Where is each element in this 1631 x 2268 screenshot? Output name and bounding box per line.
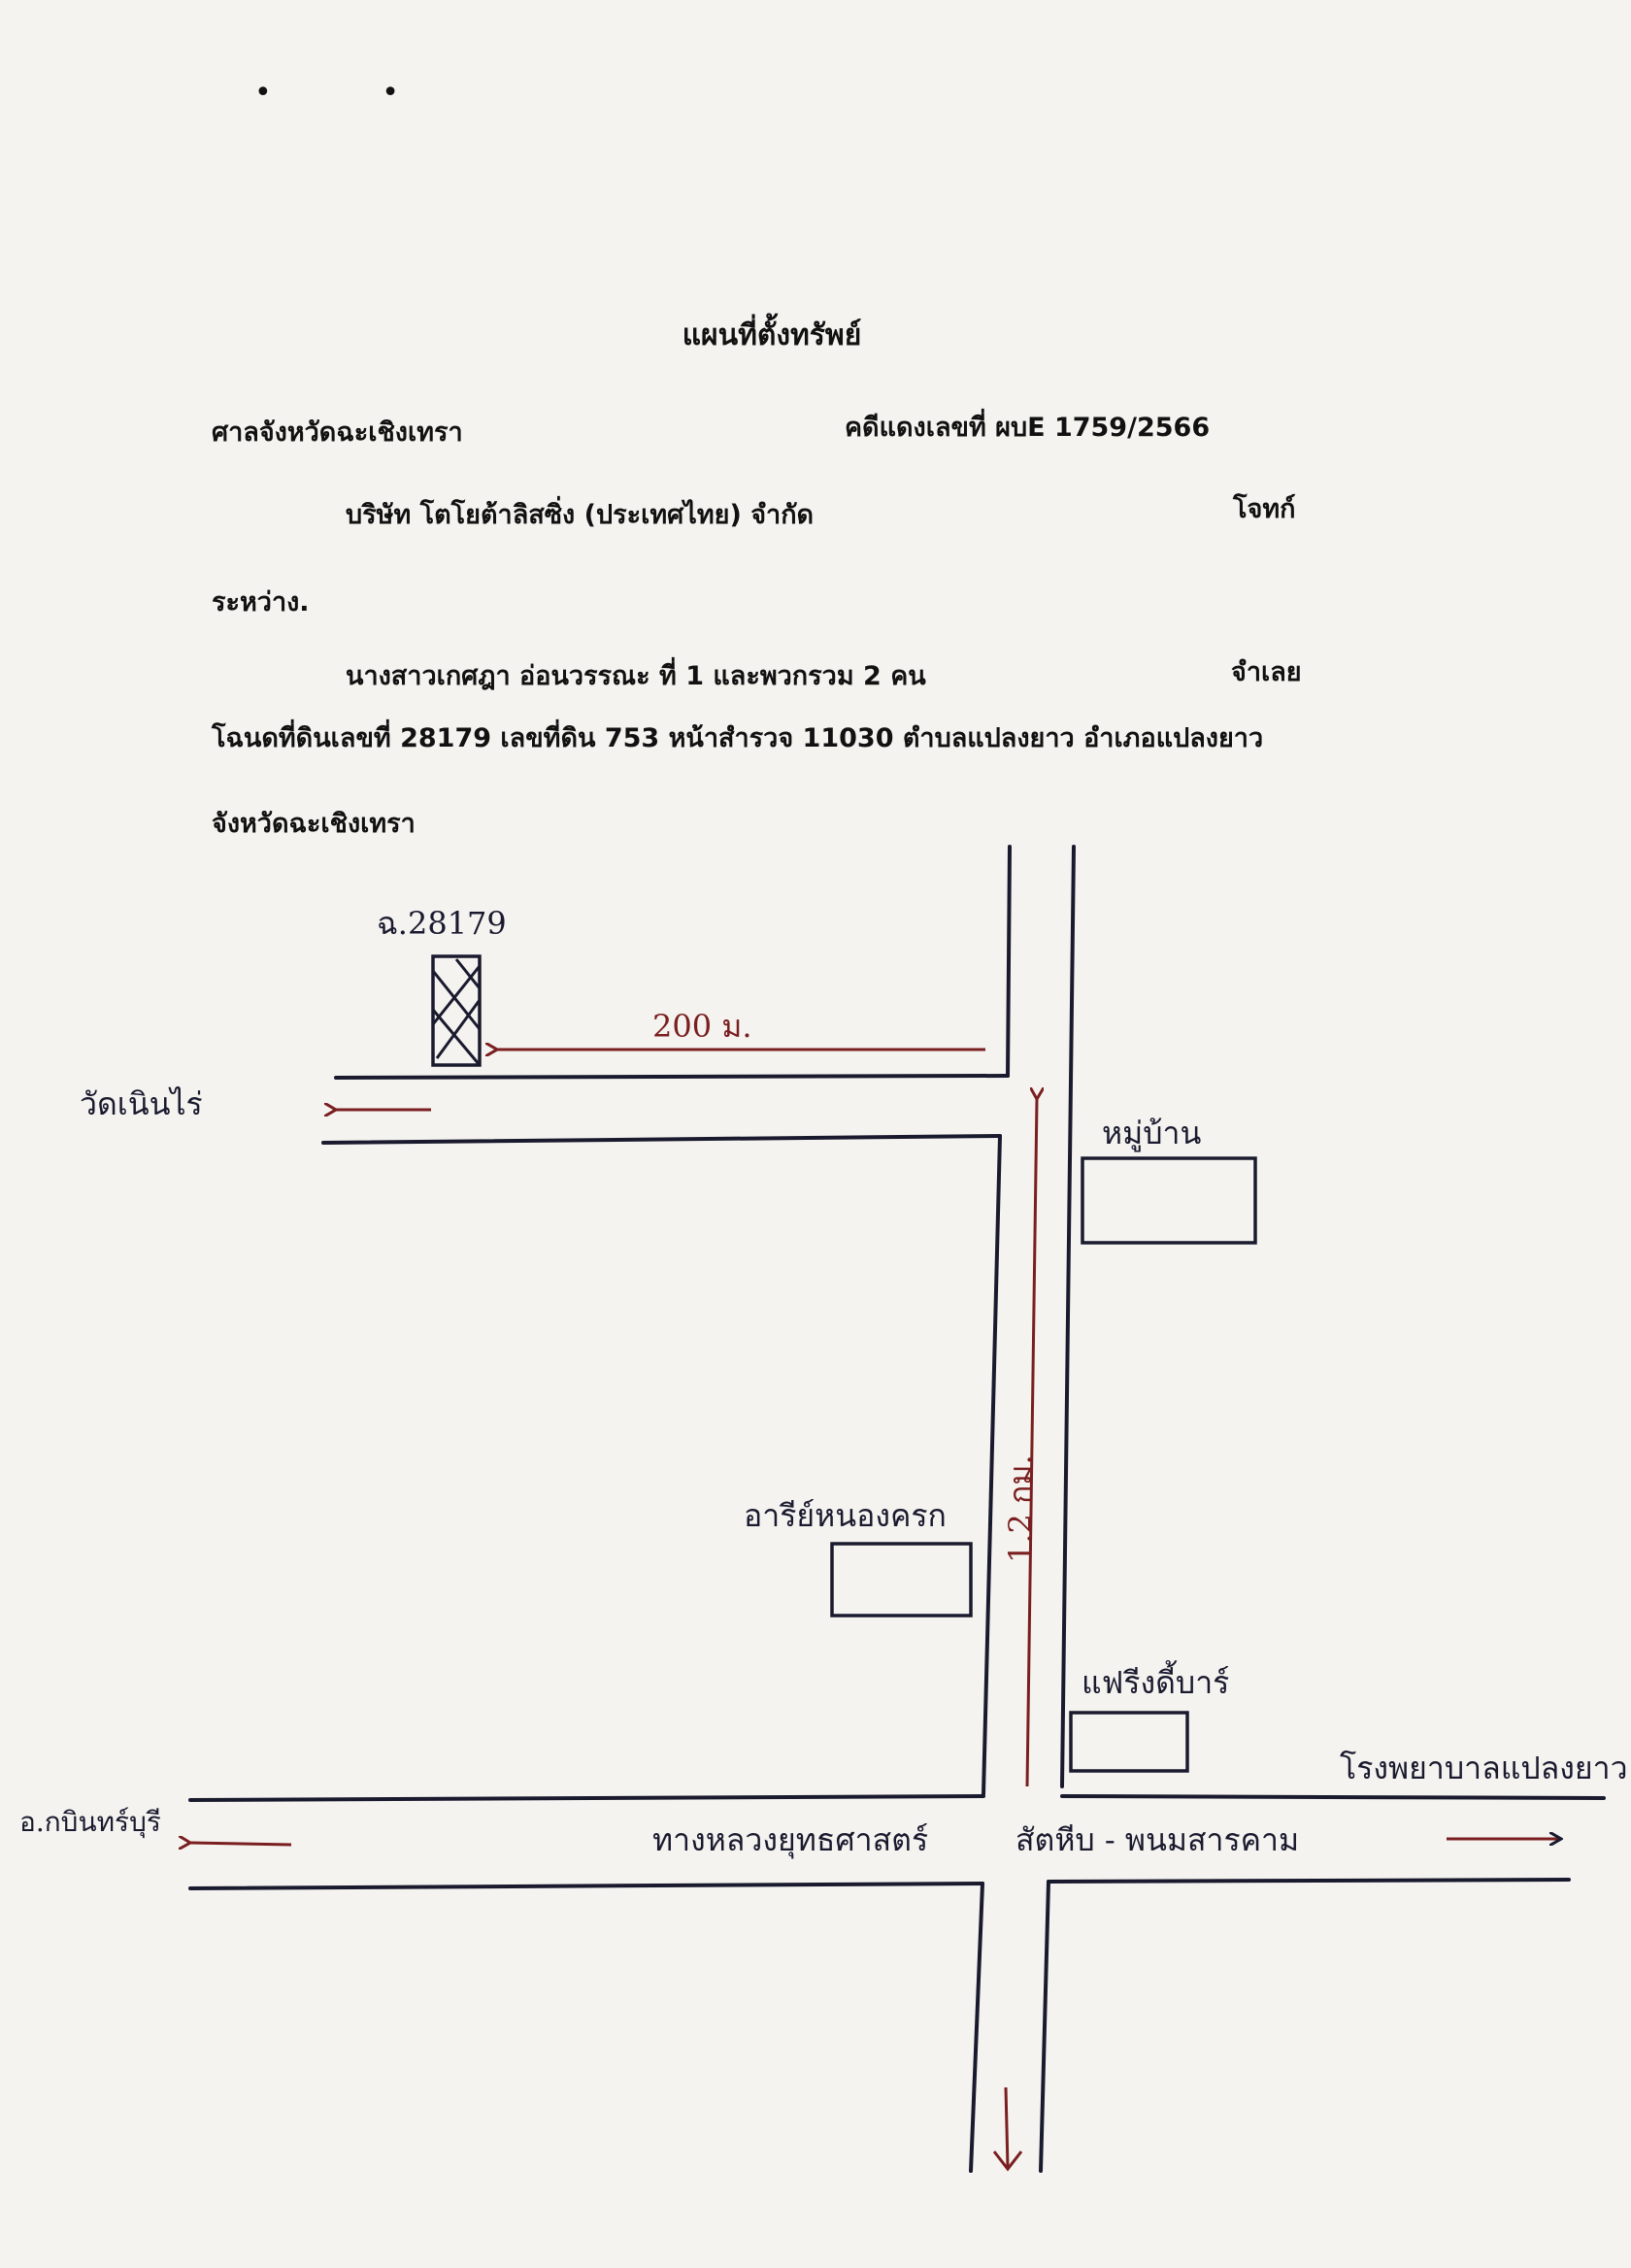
parcel-hatch bbox=[431, 958, 482, 1066]
roads bbox=[188, 845, 1606, 2173]
village-label: หมู่บ้าน bbox=[1102, 1115, 1201, 1152]
lower-road-top-right bbox=[1060, 1794, 1606, 1800]
lower-road-bottom-left bbox=[188, 1882, 984, 1890]
court-name: ศาลจังหวัดฉะเชิงเทรา bbox=[212, 417, 463, 448]
road-right-label: สัตหีบ - พนมสารคาม bbox=[1015, 1821, 1299, 1858]
arrow-south-head bbox=[992, 2151, 1023, 2172]
between-label: ระหว่าง. bbox=[212, 587, 310, 617]
arrow-south bbox=[1004, 2086, 1010, 2168]
shop-box bbox=[1069, 1711, 1189, 1773]
village-box bbox=[1081, 1156, 1257, 1245]
vertical-road-left-upper bbox=[1006, 845, 1012, 1078]
shop-label: แฟรีงดี้บาร์ bbox=[1082, 1660, 1229, 1701]
lower-road-bottom-right bbox=[1047, 1878, 1571, 1884]
defendant-name: นางสาวเกศฎา อ่อนวรรณะ ที่ 1 และพวกรวม 2 … bbox=[346, 661, 926, 691]
page-title: แผนที่ตั้งทรัพย์ bbox=[682, 318, 862, 352]
distance-main-label: 1.2 กม. bbox=[1002, 1454, 1039, 1563]
upper-road-top-edge bbox=[334, 1074, 1010, 1080]
south-road-left bbox=[969, 1882, 984, 2173]
district-left-label: อ.กบินทร์บุรี bbox=[19, 1806, 161, 1839]
area-left-box bbox=[830, 1542, 973, 1618]
plaintiff-name: บริษัท โตโยต้าลิสซิ่ง (ประเทศไทย) จำกัด bbox=[346, 500, 815, 530]
case-number: คดีแดงเลขที่ ผบE 1759/2566 bbox=[845, 413, 1211, 443]
parcel-label: ฉ.28179 bbox=[377, 905, 507, 942]
upper-road-bottom-edge bbox=[321, 1134, 1002, 1145]
wat-label: วัดเนินไร่ bbox=[80, 1085, 203, 1122]
plaintiff-role: โจทก์ bbox=[1233, 494, 1296, 524]
south-road-right bbox=[1039, 1880, 1050, 2173]
road-left-label: ทางหลวงยุทธศาสตร์ bbox=[652, 1821, 928, 1859]
vertical-road-right bbox=[1060, 845, 1076, 1788]
arrow-left-district bbox=[190, 1843, 292, 1845]
defendant-role: จำเลย bbox=[1231, 657, 1302, 687]
arrow-1-2km bbox=[1025, 1099, 1037, 1787]
deed-info: โฉนดที่ดินเลขที่ 28179 เลขที่ดิน 753 หน้… bbox=[212, 723, 1264, 753]
distance-side-label: 200 ม. bbox=[652, 1008, 752, 1045]
scan-dots: • • bbox=[254, 76, 449, 110]
direction-arrows bbox=[190, 1050, 1561, 1845]
lower-road-top-left bbox=[188, 1794, 985, 1802]
province: จังหวัดฉะเชิงเทรา bbox=[212, 809, 416, 839]
vertical-road-left bbox=[982, 1134, 1002, 1796]
area-left-label: อารีย์หนองครก bbox=[744, 1497, 947, 1534]
hospital-label: โรงพยาบาลแปลงยาว bbox=[1340, 1750, 1628, 1786]
